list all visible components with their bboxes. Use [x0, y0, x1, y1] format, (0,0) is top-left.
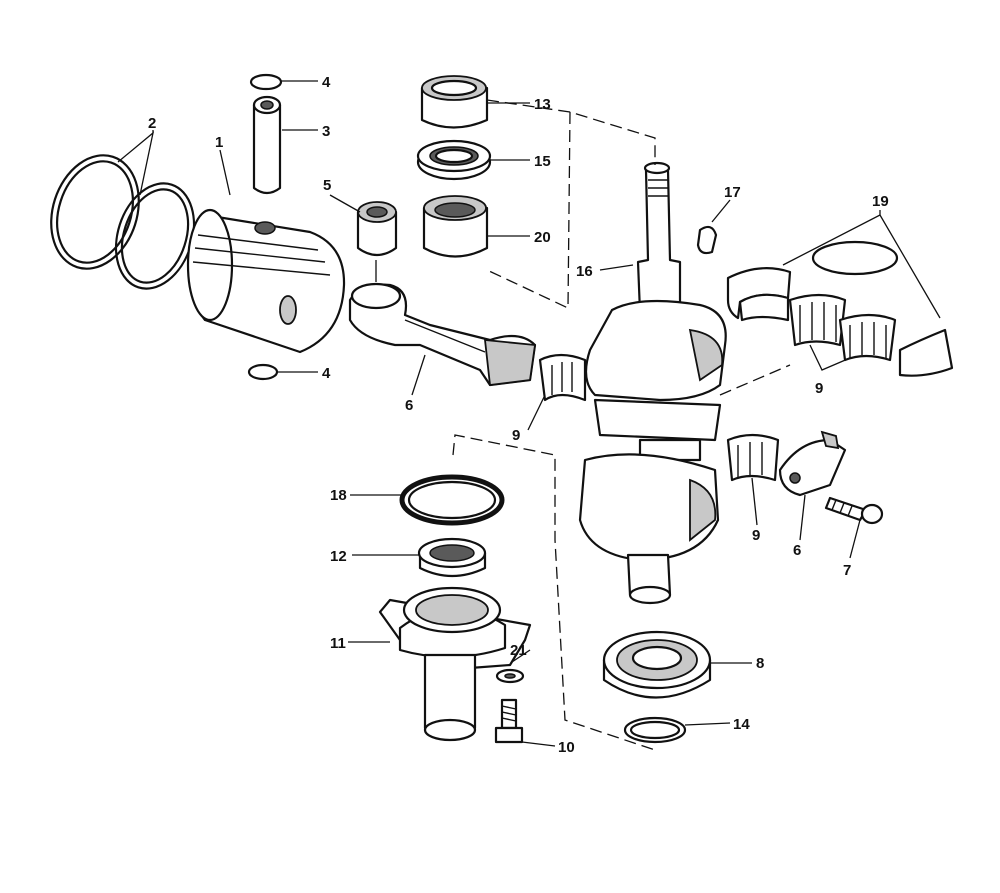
callout-13: 13 — [534, 96, 551, 113]
lockwasher — [495, 668, 525, 684]
lower-seal — [417, 537, 487, 578]
ball-bearing — [602, 630, 712, 699]
retaining-ring — [623, 716, 687, 744]
main-needle-cages — [788, 293, 897, 362]
callout-7: 7 — [843, 562, 851, 579]
callout-19: 19 — [872, 193, 889, 210]
circlip-bottom — [247, 363, 279, 381]
callout-20: 20 — [534, 229, 551, 246]
callout-1: 1 — [215, 134, 223, 151]
connecting-rod — [348, 282, 537, 387]
leader-lines — [117, 80, 941, 747]
rod-cap — [778, 430, 847, 497]
callout-14: 14 — [733, 716, 750, 733]
callout-12: 12 — [330, 548, 347, 565]
callout-9-right: 9 — [815, 380, 823, 397]
assembly-dash-lines — [452, 99, 791, 751]
upper-seal — [416, 139, 492, 181]
rod-bearing-cage-left — [538, 353, 587, 402]
o-ring — [399, 474, 505, 526]
callout-4-bottom: 4 — [322, 365, 331, 382]
callout-15: 15 — [534, 153, 551, 170]
lower-needle-cage — [726, 433, 780, 482]
upper-needle-bearing — [422, 195, 489, 258]
callout-3: 3 — [322, 123, 330, 140]
circlip-top — [249, 73, 283, 91]
cap-screw — [824, 496, 884, 525]
woodruff-key — [696, 225, 718, 255]
main-bearing-halves — [726, 240, 954, 377]
callout-17: 17 — [724, 184, 741, 201]
crankshaft — [578, 161, 727, 605]
piston-pin — [252, 95, 282, 195]
callout-8: 8 — [756, 655, 764, 672]
callout-11: 11 — [330, 635, 346, 652]
callout-5: 5 — [323, 177, 331, 194]
upper-bearing-sleeve — [420, 75, 489, 129]
callout-21: 21 — [510, 642, 527, 659]
callout-18: 18 — [330, 487, 347, 504]
callout-labels: 1 2 3 4 4 5 6 6 7 8 9 9 9 10 11 12 13 14… — [148, 74, 889, 756]
callout-4-top: 4 — [322, 74, 331, 91]
callout-16: 16 — [576, 263, 593, 280]
callout-6-rod: 6 — [405, 397, 413, 414]
callout-6-cap: 6 — [793, 542, 801, 559]
piston-rings — [50, 154, 196, 290]
callout-9-left: 9 — [512, 427, 520, 444]
callout-9-lower: 9 — [752, 527, 760, 544]
callout-2: 2 — [148, 115, 156, 132]
piston — [186, 208, 346, 354]
wrist-pin-bearing — [356, 201, 398, 282]
housing-bolt — [494, 698, 524, 744]
lower-bearing-housing — [378, 586, 532, 742]
callout-10: 10 — [558, 739, 575, 756]
